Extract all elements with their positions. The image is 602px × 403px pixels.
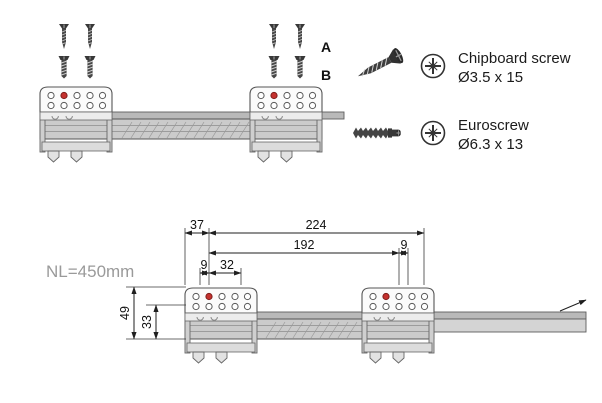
- legend-row-chipboard: Chipboard screw Ø3.5 x 15: [357, 48, 571, 86]
- euroscrews-row-b: [58, 55, 306, 79]
- chipboard-screw-icon: [84, 23, 96, 50]
- dim-hole-pitch: 32: [208, 258, 242, 276]
- dim-overall-span: 224: [208, 218, 425, 236]
- label-screw-row-a: A: [321, 39, 331, 55]
- legend-euroscrew-name: Euroscrew: [458, 117, 529, 134]
- legend-chipboard-name: Chipboard screw: [458, 50, 571, 67]
- euroscrew-icon: [84, 55, 96, 79]
- dim-inner-span-label: 192: [294, 238, 315, 252]
- dim-height-total: 49: [118, 286, 137, 340]
- dim-front-hole-offset: 9: [199, 258, 210, 276]
- pull-direction-arrow: [559, 299, 587, 312]
- euroscrew-icon: [294, 55, 306, 79]
- nominal-length-label: NL=450mm: [46, 262, 134, 281]
- dimensioned-side-view: NL=450mm 37: [46, 218, 587, 364]
- dim-front-hole-offset-label: 9: [201, 258, 208, 272]
- chipboard-screw-large-icon: [357, 48, 404, 77]
- dim-height-hole: 33: [140, 304, 159, 340]
- chipboard-screw-icon: [268, 23, 280, 50]
- hidden-section-hatch: [265, 321, 358, 339]
- dim-inner-span: 192: [208, 238, 400, 256]
- pozidriv-drive-icon: [420, 53, 446, 79]
- hidden-section-hatch: [121, 121, 250, 139]
- legend-euroscrew-size: Ø6.3 x 13: [458, 136, 523, 153]
- dim-height-total-label: 49: [118, 306, 132, 320]
- euroscrew-icon: [58, 55, 70, 79]
- dim-rear-hole-offset-label: 9: [401, 238, 408, 252]
- legend-chipboard-size: Ø3.5 x 15: [458, 69, 523, 86]
- legend: Chipboard screw Ø3.5 x 15 Euroscrew Ø6.3…: [353, 48, 571, 153]
- dim-rear-hole-offset: 9: [398, 238, 409, 256]
- chipboard-screw-icon: [58, 23, 70, 50]
- legend-row-euroscrew: Euroscrew Ø6.3 x 13: [353, 117, 529, 153]
- label-screw-row-b: B: [321, 67, 331, 83]
- dim-front-setback: 37: [184, 218, 210, 236]
- euroscrew-icon: [268, 55, 280, 79]
- chipboard-screw-icon: [294, 23, 306, 50]
- dim-overall-span-label: 224: [306, 218, 327, 232]
- chipboard-screws-row-a: [58, 23, 306, 50]
- euroscrew-large-icon: [353, 127, 401, 139]
- dim-height-hole-label: 33: [140, 315, 154, 329]
- top-view-assembly: A B: [39, 23, 345, 163]
- pozidriv-drive-icon: [420, 120, 446, 146]
- dim-front-setback-label: 37: [190, 218, 204, 232]
- dim-hole-pitch-label: 32: [220, 258, 234, 272]
